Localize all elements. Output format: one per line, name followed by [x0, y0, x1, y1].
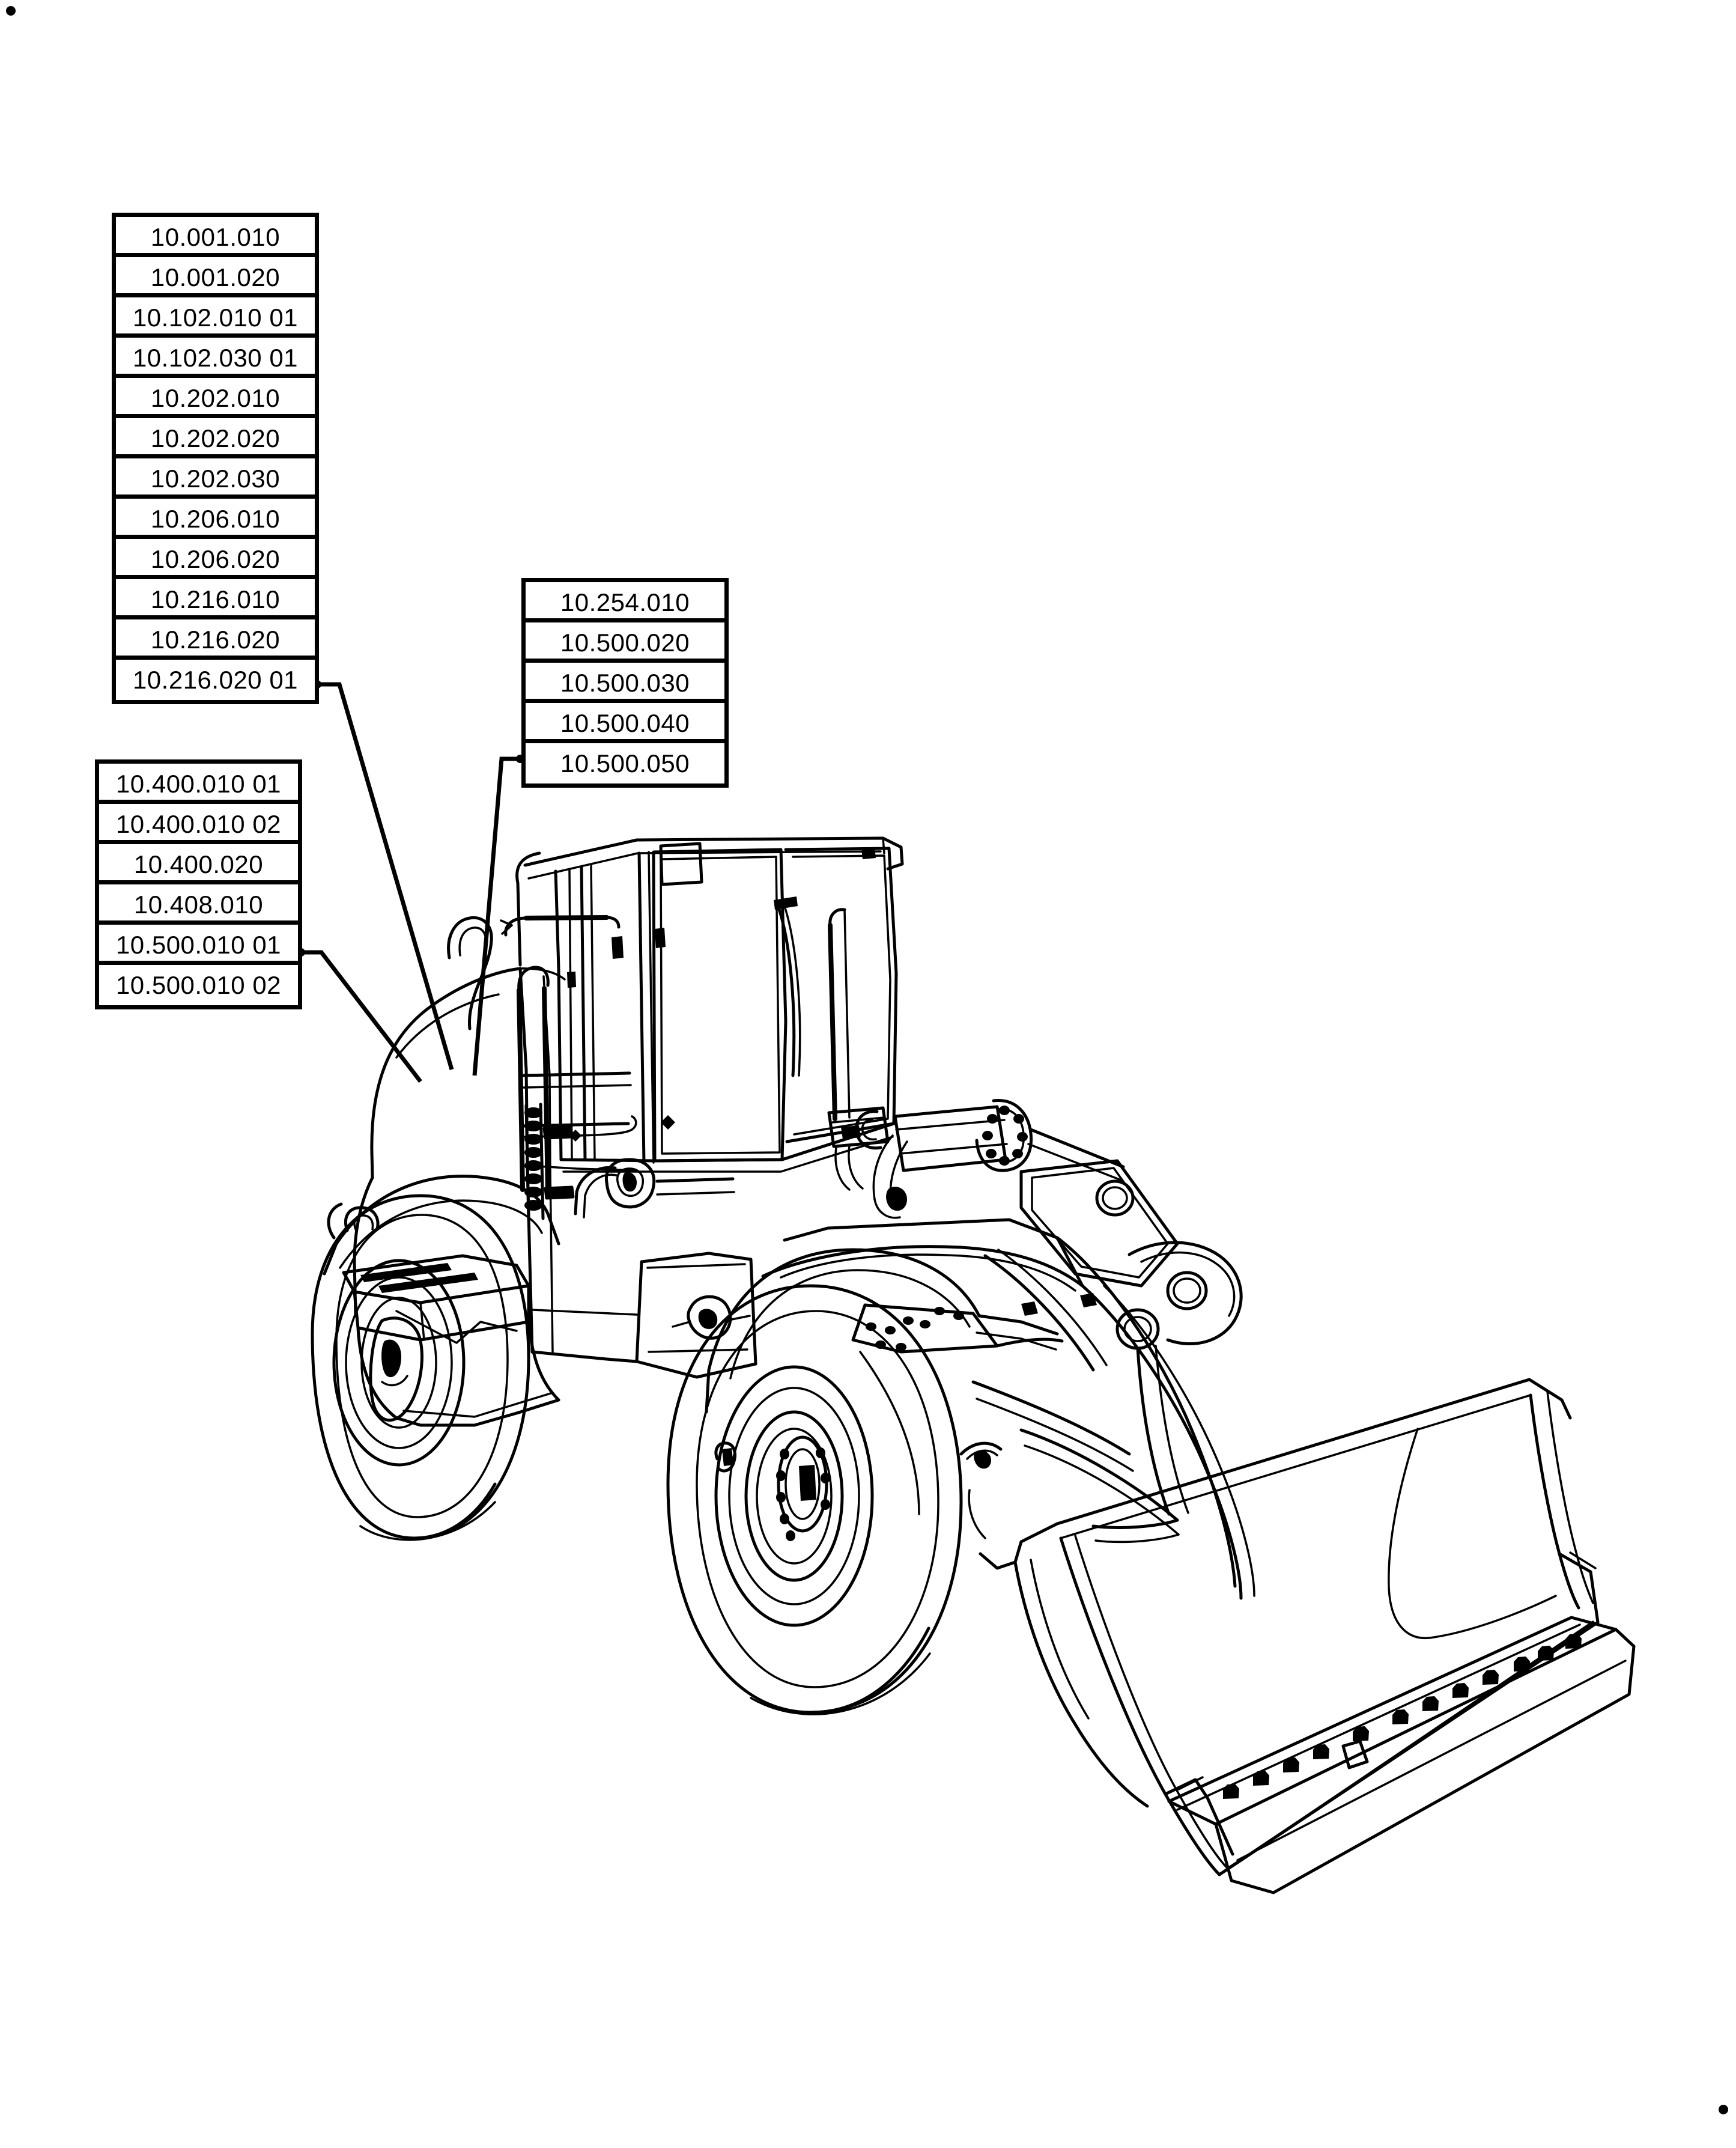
- part-number-row[interactable]: 10.254.010: [526, 582, 724, 622]
- part-number-row[interactable]: 10.500.010 01: [99, 925, 298, 965]
- part-number-row[interactable]: 10.202.020: [116, 418, 315, 458]
- articulation-joint: [574, 1158, 757, 1379]
- part-number-row[interactable]: 10.001.010: [116, 217, 315, 257]
- lift-arm-boom: [761, 1159, 1255, 1600]
- part-number-row[interactable]: 10.001.020: [116, 257, 315, 297]
- part-number-row[interactable]: 10.500.050: [560, 749, 690, 777]
- part-number-row[interactable]: 10.206.020: [116, 539, 315, 579]
- part-number-row[interactable]: 10.202.010: [116, 378, 315, 418]
- leader-line-group2: [297, 948, 422, 1083]
- part-number-row[interactable]: 10.400.020: [99, 844, 298, 884]
- part-number-row[interactable]: 10.500.010 02: [115, 971, 282, 999]
- rear-fender: [323, 1175, 560, 1427]
- lower-left-part-number-list: 10.400.010 01 10.400.010 02 10.400.020 1…: [95, 759, 302, 1009]
- mirror-arm: [447, 916, 493, 1030]
- part-number-row[interactable]: 10.400.010 01: [99, 764, 298, 804]
- part-number-row[interactable]: 10.408.010: [99, 884, 298, 925]
- rear-chassis: [353, 1164, 639, 1363]
- bucket: [1013, 1378, 1636, 1894]
- bottom-right-registration-mark: [1719, 2105, 1728, 2114]
- part-number-row[interactable]: 10.102.030 01: [116, 338, 315, 378]
- access-ladder-steps: [524, 1103, 575, 1222]
- leader-line-group1: [313, 680, 454, 1070]
- part-number-row[interactable]: 10.216.020: [116, 619, 315, 660]
- top-left-registration-mark: [6, 6, 16, 16]
- leader-line-group3: [472, 755, 524, 1076]
- front-frame-detail: [959, 1441, 1017, 1570]
- rear-engine-hood: [370, 967, 638, 1179]
- center-part-number-list: 10.254.010 10.500.020 10.500.030 10.500.…: [521, 578, 729, 788]
- upper-left-part-number-list: 10.001.010 10.001.020 10.102.010 01 10.1…: [112, 213, 319, 704]
- front-tire: [666, 1284, 963, 1715]
- grab-handrails: [500, 915, 637, 1195]
- part-number-row[interactable]: 10.400.010 02: [99, 804, 298, 844]
- part-number-row[interactable]: 10.216.020 01: [132, 666, 299, 694]
- rear-tire: [311, 1194, 530, 1541]
- part-number-row[interactable]: 10.206.010: [116, 499, 315, 539]
- part-number-row[interactable]: 10.102.010 01: [116, 297, 315, 338]
- part-number-row[interactable]: 10.202.030: [116, 458, 315, 499]
- hydraulic-cylinders: [827, 1099, 1125, 1372]
- part-number-row[interactable]: 10.500.030: [526, 663, 724, 703]
- front-fender: [705, 1248, 1097, 1414]
- operator-cab: [515, 836, 904, 1173]
- part-number-row[interactable]: 10.216.010: [116, 579, 315, 619]
- part-number-row[interactable]: 10.500.020: [526, 622, 724, 663]
- part-number-row[interactable]: 10.500.040: [526, 703, 724, 743]
